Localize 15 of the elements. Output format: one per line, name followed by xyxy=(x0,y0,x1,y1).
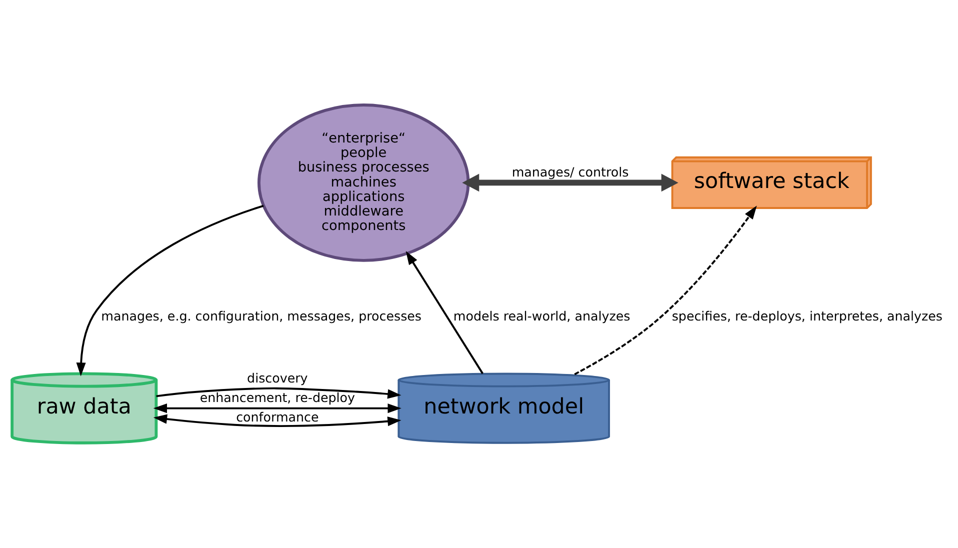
edge-label: enhancement, re-deploy xyxy=(200,390,356,405)
arrow xyxy=(156,387,402,399)
edge-label: conformance xyxy=(236,409,319,424)
node-ellipse: “enterprise“ people business processes machines applications middleware components xyxy=(258,104,470,262)
edge-label: specifies, re-deploys, interpretes, analyzes xyxy=(672,308,943,324)
edge-label: manages, e.g. configuration, messages, processes xyxy=(101,308,422,324)
arrow xyxy=(406,251,484,374)
arrow xyxy=(76,204,264,376)
edge-label: manages/ controls xyxy=(512,164,629,180)
arrow xyxy=(462,174,678,192)
arrow xyxy=(574,206,757,376)
arrow xyxy=(153,414,402,427)
edge-label: discovery xyxy=(247,370,308,386)
arrow xyxy=(153,404,402,414)
edge-label: models real-world, analyzes xyxy=(453,308,630,324)
